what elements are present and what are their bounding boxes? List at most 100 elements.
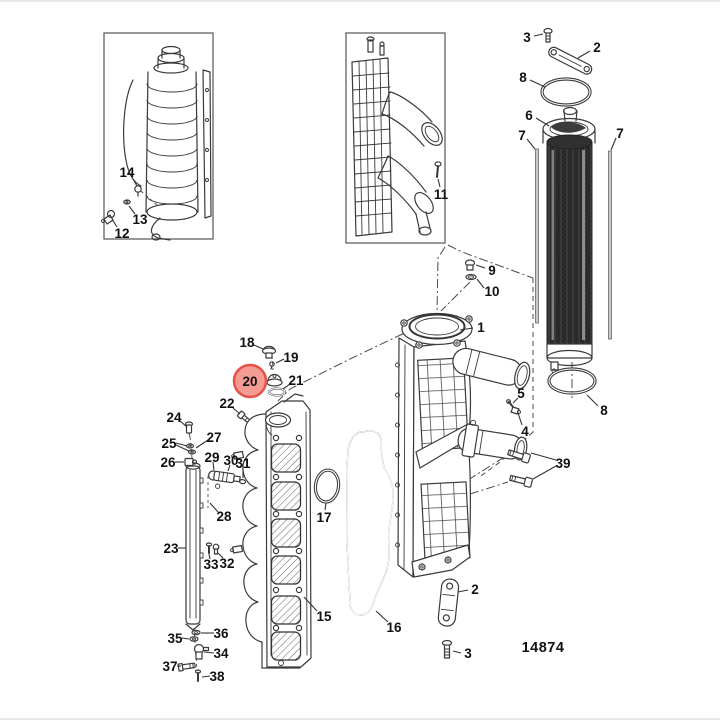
callout-10: 10 xyxy=(476,278,500,299)
callout-label-26: 26 xyxy=(160,455,176,470)
callout-label-18: 18 xyxy=(239,335,255,350)
callout-label-24: 24 xyxy=(166,410,182,425)
callout-31: 31 xyxy=(235,456,251,478)
part-3-screw-top xyxy=(543,27,553,43)
callout-39: 39 xyxy=(530,452,571,480)
part-18-sensor xyxy=(261,345,277,359)
part-29-30-31-injector xyxy=(208,470,247,489)
callout-24: 24 xyxy=(166,410,188,428)
callout-29: 29 xyxy=(204,450,220,471)
callout-8: 8 xyxy=(519,70,546,88)
highlight-circle xyxy=(232,363,268,399)
part-14-fitting xyxy=(134,185,142,197)
projection-lines xyxy=(189,244,573,672)
callout-label-31: 31 xyxy=(235,456,251,471)
part-39-bolt-a xyxy=(507,449,531,464)
leader-line xyxy=(175,442,188,447)
leader-line xyxy=(459,327,474,331)
callout-21: 21 xyxy=(282,373,304,390)
part-20-thermostat xyxy=(266,373,283,387)
leader-line xyxy=(253,344,264,350)
callout-33: 33 xyxy=(203,553,219,572)
callout-label-3: 3 xyxy=(464,646,472,661)
callout-label-27: 27 xyxy=(206,430,221,445)
manifold-stub-a xyxy=(231,450,245,460)
callout-15: 15 xyxy=(303,596,332,624)
part-26-fitting xyxy=(184,457,198,467)
callout-30: 30 xyxy=(223,453,239,472)
manifold-runners xyxy=(242,413,267,661)
callout-19: 19 xyxy=(275,350,299,365)
leader-line xyxy=(195,439,209,449)
leader-line xyxy=(132,178,138,187)
callout-label-21: 21 xyxy=(288,373,304,388)
callout-label-12: 12 xyxy=(114,226,129,241)
callout-6: 6 xyxy=(525,108,550,127)
leader-line xyxy=(181,637,190,640)
filter-assembly xyxy=(535,27,612,395)
callout-36: 36 xyxy=(201,626,229,641)
callout-label-9: 9 xyxy=(488,263,496,278)
callout-5: 5 xyxy=(512,386,525,404)
callout-22: 22 xyxy=(219,396,241,415)
callout-1: 1 xyxy=(459,320,485,335)
part-17-oval-gasket xyxy=(313,468,341,504)
leader-line xyxy=(324,502,327,511)
part-23-rail xyxy=(185,465,201,625)
callout-label-4: 4 xyxy=(521,424,529,439)
leader-line xyxy=(201,675,211,678)
callout-label-7: 7 xyxy=(616,126,624,141)
housing-outlet-upper xyxy=(452,347,531,390)
part-3-bolt-bottom xyxy=(441,639,453,659)
callout-2: 2 xyxy=(457,582,479,597)
leader-line xyxy=(208,553,211,560)
part-33-screw xyxy=(205,542,213,554)
filter-element xyxy=(546,134,593,374)
callout-label-37: 37 xyxy=(162,659,177,674)
callout-label-1: 1 xyxy=(477,320,485,335)
part-4-fitting xyxy=(510,406,521,415)
part-8-oring-top xyxy=(540,77,592,107)
part-12-fitting xyxy=(101,209,116,225)
part-13-washer xyxy=(123,199,131,205)
leader-line xyxy=(529,79,546,88)
part-38-screw xyxy=(194,669,202,682)
part-10-washer xyxy=(465,273,477,281)
leader-line xyxy=(457,589,469,593)
leader-line xyxy=(179,420,188,428)
callout-label-30: 30 xyxy=(223,453,238,468)
callout-label-36: 36 xyxy=(213,626,229,641)
callout-label-33: 33 xyxy=(203,557,219,572)
part-24-fitting xyxy=(184,421,194,438)
diagram-number: 14874 xyxy=(522,640,565,656)
part-35-washer xyxy=(189,636,199,642)
callout-label-20: 20 xyxy=(242,374,257,389)
callout-34: 34 xyxy=(203,646,229,661)
callout-32: 32 xyxy=(217,552,235,571)
callout-label-35: 35 xyxy=(167,631,183,646)
leader-line xyxy=(232,407,241,415)
callout-label-16: 16 xyxy=(386,620,402,635)
callout-label-34: 34 xyxy=(213,646,229,661)
inset-box-left xyxy=(101,32,214,241)
part-7-rod-left xyxy=(535,148,539,324)
callout-label-23: 23 xyxy=(163,541,179,556)
leader-line xyxy=(586,394,599,407)
leader-line xyxy=(577,50,591,59)
callout-label-22: 22 xyxy=(219,396,234,411)
leader-line xyxy=(209,502,219,513)
part-2-bracket-top xyxy=(548,46,593,75)
callout-9: 9 xyxy=(475,263,496,278)
leader-line xyxy=(526,138,536,150)
callout-3: 3 xyxy=(523,30,544,45)
callout-18: 18 xyxy=(239,335,264,350)
leader-line xyxy=(452,650,462,654)
callout-17: 17 xyxy=(316,502,332,525)
part-2-bracket-bottom xyxy=(437,578,460,627)
inset-middle-part xyxy=(351,36,443,237)
inset-left-part xyxy=(123,45,212,241)
callout-20: 20 xyxy=(232,363,268,399)
part-5-screw xyxy=(506,399,514,408)
callout-7: 7 xyxy=(518,128,536,150)
